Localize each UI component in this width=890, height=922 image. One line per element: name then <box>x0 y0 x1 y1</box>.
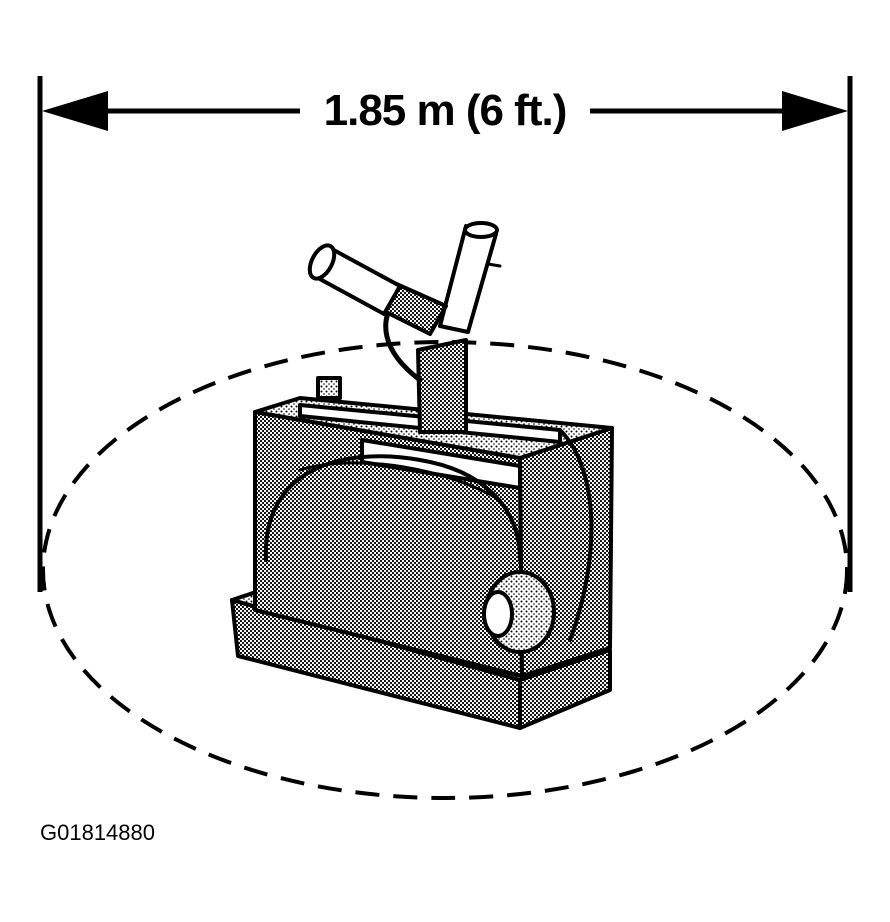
tall-tube-top <box>463 221 499 239</box>
dimension-label: 1.85 m (6 ft.) <box>300 78 590 144</box>
right-arrow-head <box>782 91 848 131</box>
left-arrow-head <box>42 91 108 131</box>
tall-tube <box>438 224 498 334</box>
base-tray-side <box>518 648 612 730</box>
coiled-cable-inner <box>298 461 502 502</box>
tube-clip <box>486 262 502 268</box>
battery-charger-with-hoses-icon <box>230 221 614 730</box>
front-knob-center <box>482 590 514 638</box>
side-cable <box>558 428 594 642</box>
top-cap <box>316 376 342 400</box>
figure-code: G01814880 <box>40 820 155 845</box>
coiled-cable <box>263 454 522 562</box>
stand-post <box>416 338 468 434</box>
hose-nozzle-end <box>307 243 337 281</box>
clearance-boundary <box>41 340 849 800</box>
